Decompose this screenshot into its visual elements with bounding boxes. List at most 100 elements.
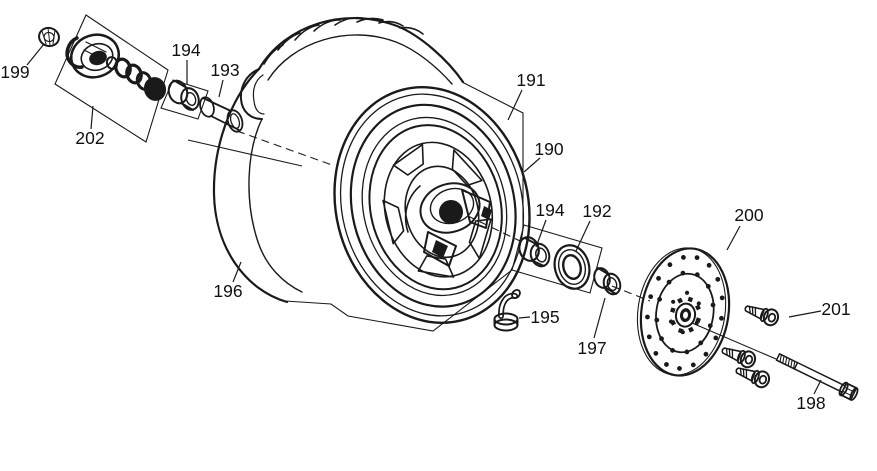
speedo-end-gear-center — [151, 84, 155, 90]
leader-line-speedometer-gear-assembly — [90, 105, 94, 130]
disc-hole — [653, 350, 659, 356]
side-collar-top — [167, 79, 200, 111]
speedo-c-washer — [65, 36, 84, 69]
sleeve-edges — [202, 97, 240, 131]
bolt-flange — [759, 307, 769, 323]
spoke-cutout — [382, 199, 405, 245]
disc-hole — [677, 366, 682, 371]
rim-bead-seat — [368, 124, 503, 291]
disc-bolts — [721, 305, 780, 389]
hub-arm-upper-pad — [481, 206, 492, 220]
bolt-head — [762, 308, 780, 327]
disc-hole — [703, 351, 709, 357]
disc-hole — [667, 262, 673, 268]
disc-hole — [681, 254, 686, 260]
part-number-axle-sleeve: 193 — [210, 60, 239, 80]
centerline-wheel-to-bearing — [467, 215, 521, 242]
hub-bearing-ball — [445, 206, 457, 218]
part-number-side-collar-top: 194 — [171, 40, 200, 60]
seal-mid — [557, 249, 587, 285]
sleeve-bore — [229, 113, 241, 129]
centerline-collar-to-disc — [611, 285, 651, 302]
leader-line-wheel-rim — [507, 89, 523, 121]
rim-mid-edge — [349, 103, 517, 308]
oil-seal — [553, 244, 591, 290]
disc-hole — [707, 323, 713, 329]
part-number-speedometer-cap: 199 — [0, 62, 29, 82]
bolt-head — [753, 370, 771, 389]
disc-hole — [706, 262, 712, 268]
disc-bolt-2 — [721, 347, 757, 369]
leader-line-wheel-bearing — [535, 219, 547, 248]
cap-outline — [38, 26, 60, 48]
bracket-right-of-wheel — [461, 81, 524, 225]
disc-hole — [698, 340, 704, 346]
disc-hole — [646, 334, 652, 340]
disc-bolt-1 — [744, 305, 780, 327]
bolt-shank — [721, 347, 742, 362]
rim-outer-edge — [333, 86, 531, 324]
axle-thread-hatch — [779, 354, 796, 370]
valve-tip — [511, 288, 521, 300]
bolt-threads — [725, 347, 734, 359]
disc-hole — [656, 275, 661, 281]
valve-base-bottom — [493, 318, 519, 332]
brake-disc — [636, 247, 731, 377]
disc-hole — [645, 314, 650, 320]
part-number-disc-bolt: 201 — [821, 299, 850, 319]
part-number-brake-disc: 200 — [734, 205, 763, 225]
spoke-cutout — [392, 143, 425, 176]
disc-hole — [713, 335, 719, 341]
disc-hub-center — [682, 311, 689, 319]
front-axle — [775, 353, 859, 401]
part-number-wheel-rim: 191 — [516, 70, 545, 90]
leader-line-tire — [232, 261, 242, 283]
collar-top-bore — [185, 91, 197, 107]
tire — [212, 16, 465, 304]
tire-valve — [493, 288, 521, 332]
hub-boss-outer — [419, 182, 481, 234]
axle-head-end — [849, 387, 859, 401]
centerline-sleeve-to-wheel — [236, 130, 333, 166]
disc-hub-tooth — [670, 319, 677, 326]
rim-inner-lip — [361, 116, 508, 297]
box-around-top-collar — [160, 79, 209, 120]
cap-knurling — [41, 27, 56, 46]
disc-hole — [715, 276, 721, 282]
box-around-bearing-seal — [511, 224, 603, 294]
hub-bearing-center — [449, 210, 453, 214]
disc-hole — [710, 302, 716, 308]
disc-thickness-edge — [636, 247, 727, 376]
sleeve-right-face — [226, 109, 244, 133]
box-around-202 — [54, 14, 169, 143]
center-lines — [236, 130, 777, 360]
disc-hole — [684, 290, 690, 295]
disc-hole — [719, 315, 724, 321]
speedo-housing-inner — [80, 42, 114, 72]
leader-line-disc-bolt — [788, 310, 822, 318]
leader-line-oil-seal — [575, 220, 591, 252]
bolt-threads — [739, 367, 748, 379]
part-number-tire-valve: 195 — [530, 307, 559, 327]
bearing-bore — [535, 247, 547, 263]
disc-hole — [654, 317, 660, 323]
construction-lines — [54, 14, 603, 332]
axle-shaft — [793, 361, 845, 393]
part-number-wheel-bearing: 194 — [535, 200, 564, 220]
disc-hole — [684, 349, 690, 355]
bolt-head — [739, 350, 757, 369]
part-number-wheel-assembly: 190 — [534, 139, 563, 159]
spoke-cutout — [468, 218, 492, 260]
disc-hub-tooth — [670, 307, 676, 313]
wheel-face-edge — [383, 141, 494, 278]
tire-bead-opening-outer — [239, 68, 263, 120]
disc-hole — [719, 295, 725, 301]
disc-hub-tooth — [677, 297, 683, 304]
leader-line-brake-disc — [726, 225, 741, 251]
speedometer-gear-assembly — [65, 33, 167, 101]
disc-hole — [670, 347, 675, 353]
valve-base-top — [493, 312, 519, 326]
